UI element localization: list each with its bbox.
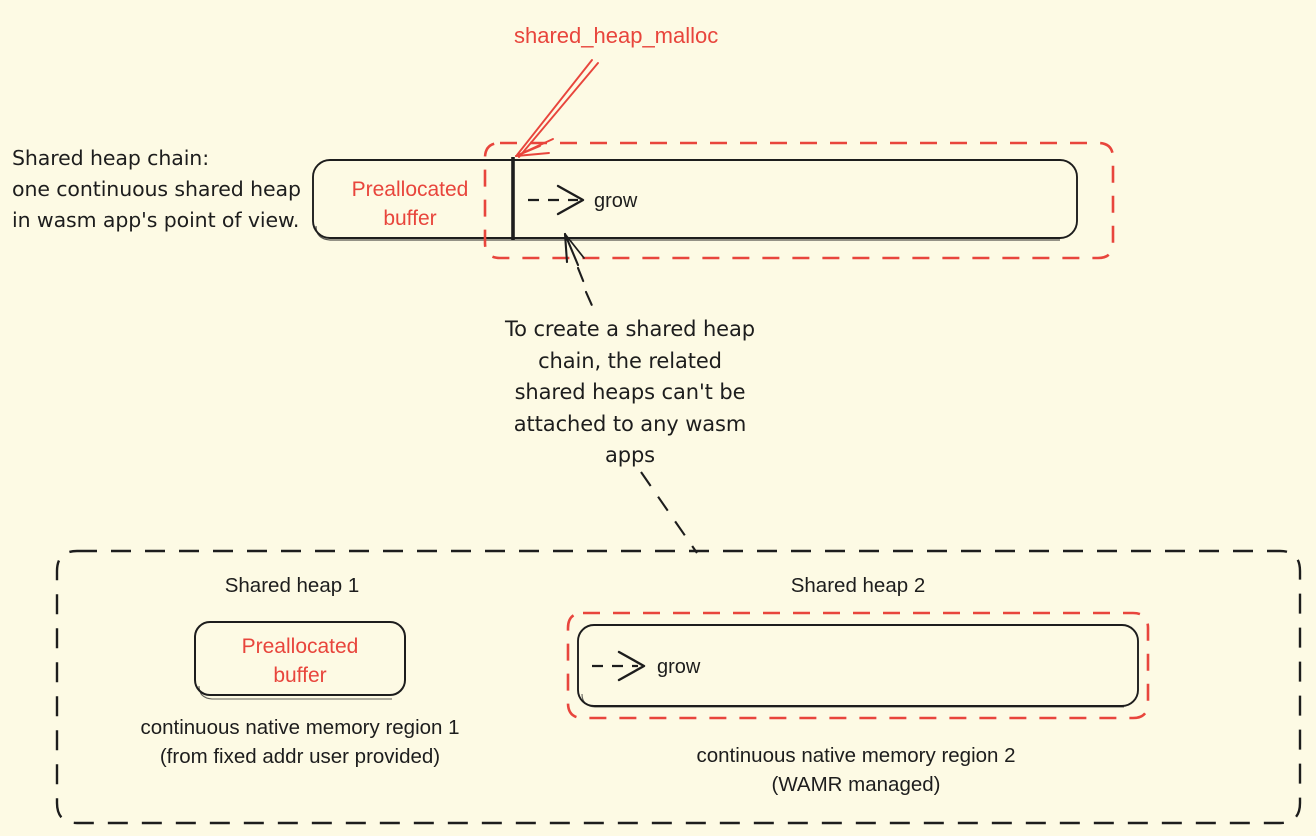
native-memory-region-1-caption: continuous native memory region 1 (from … xyxy=(140,716,460,768)
native-memory-region-2-caption: continuous native memory region 2 (WAMR … xyxy=(696,744,1016,796)
preallocated-buffer-label-bottom: Preallocated buffer xyxy=(241,635,359,687)
heap2-region-boxes xyxy=(566,611,1150,720)
grow-label-bottom: grow xyxy=(657,656,701,678)
grow-arrow-top xyxy=(528,184,585,216)
shared-heap-chain-note: To create a shared heap chain, the relat… xyxy=(504,317,755,467)
note-to-container-connector xyxy=(640,471,698,554)
shared-heap-2-title: Shared heap 2 xyxy=(790,574,926,597)
note-pointer-arrow xyxy=(563,232,596,312)
grow-arrow-bottom xyxy=(592,650,646,682)
preallocated-buffer-label-top: Preallocated buffer xyxy=(351,178,469,230)
shared-heap-1-title: Shared heap 1 xyxy=(224,574,360,597)
grow-label-top: grow xyxy=(594,190,638,212)
top-red-dashed-boundary xyxy=(483,141,1115,260)
malloc-pointer-arrow xyxy=(515,59,599,158)
shared-heap-chain-caption: Shared heap chain: one continuous shared… xyxy=(12,146,301,232)
shared-heap-malloc-label: shared_heap_malloc xyxy=(514,23,719,48)
